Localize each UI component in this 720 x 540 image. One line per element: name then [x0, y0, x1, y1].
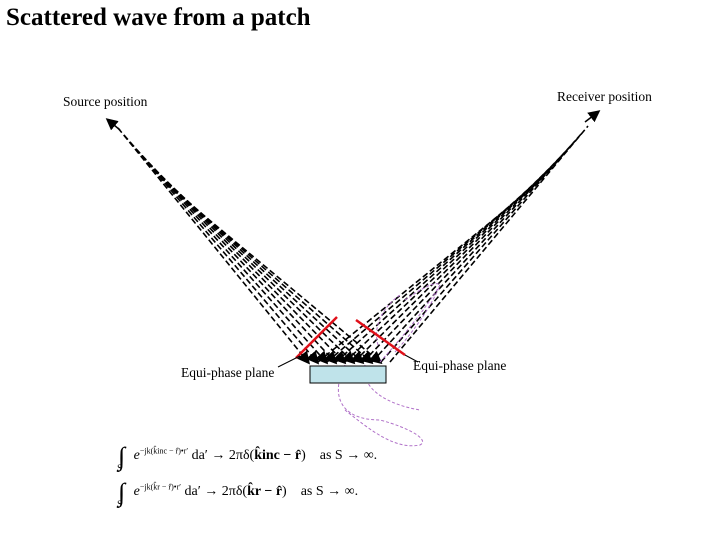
source-arrow [105, 118, 121, 131]
page-title: Scattered wave from a patch [6, 4, 311, 31]
equation-incident: ∫S e−jk(k̂inc − r̂)•r′ da′ → 2πδ(k̂inc −… [117, 442, 378, 473]
incident-ray [165, 183, 383, 365]
incident-ray [135, 148, 338, 365]
receiver-arrow [584, 110, 601, 123]
scattered-ray [380, 132, 583, 363]
scattered-ray [371, 139, 577, 363]
incident-ray [117, 127, 311, 365]
equi-phase-plane-label-right: Equi-phase plane [413, 358, 507, 373]
equi-phase-plane-right [355, 318, 406, 357]
leader-left [277, 355, 301, 368]
source-position-label: Source position [63, 94, 148, 109]
equi-phase-plane-left [295, 316, 338, 359]
incident-ray [141, 155, 347, 365]
scattered-rays [317, 125, 589, 363]
incident-ray [153, 169, 365, 365]
equation-reflected: ∫S e−jk(k̂r − r̂)•r′ da′ → 2πδ(k̂r − r̂)… [117, 478, 359, 509]
equi-phase-plane-label-left: Equi-phase plane [181, 365, 275, 380]
scattered-ray [344, 160, 559, 363]
incident-ray [129, 141, 329, 365]
scattered-ray [353, 153, 565, 363]
incident-ray [123, 134, 320, 365]
incident-rays [117, 127, 383, 365]
scattered-ray [362, 146, 571, 363]
receiver-position-label: Receiver position [557, 89, 652, 104]
scattered-ray [335, 167, 553, 363]
leader-right [404, 354, 419, 363]
scattered-ray [389, 125, 589, 363]
patch [309, 365, 387, 384]
